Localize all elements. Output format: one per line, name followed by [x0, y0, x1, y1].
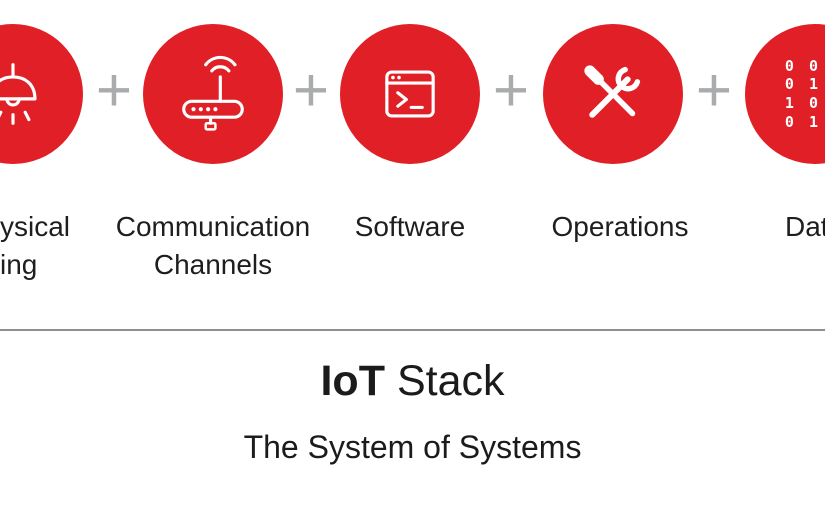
label-line: Dat [785, 211, 825, 242]
plus-sign: + [492, 56, 530, 125]
label-physical-thing: ysical ing [0, 208, 70, 284]
label-line: Software [354, 211, 466, 242]
wifi-router-icon [182, 55, 244, 131]
binary-row: 0 1 0 [784, 112, 825, 131]
terminal-window-icon [385, 70, 435, 118]
label-communication-channels: Communication Channels [116, 208, 311, 284]
label-line: Communication [115, 211, 311, 242]
title-bold-part: IoT [320, 357, 385, 405]
binary-row: 0 0 1 [784, 56, 825, 75]
label-data: Dat [785, 208, 825, 246]
binary-row: 0 1 0 [784, 75, 825, 94]
label-line: Operations [551, 211, 689, 242]
diagram-subtitle: The System of Systems [243, 429, 582, 465]
plus-sign: + [95, 56, 133, 125]
label-line: ing [0, 248, 38, 280]
circle-operations [543, 24, 683, 164]
label-operations: Operations [552, 208, 689, 246]
circle-physical-thing [0, 24, 83, 164]
plus-sign: + [292, 56, 330, 125]
crossed-tools-icon [584, 65, 641, 118]
binary-row: 1 0 1 [784, 94, 825, 112]
binary-data-icon: 0 0 1 0 1 0 1 0 1 0 1 0 [785, 57, 825, 132]
label-line: Channels [153, 248, 273, 280]
circle-software [340, 24, 480, 164]
pendant-lamp-icon [0, 63, 37, 125]
divider-line [0, 329, 825, 331]
circle-data: 0 0 1 0 1 0 1 0 1 0 1 0 [745, 24, 825, 164]
label-software: Software [355, 208, 466, 246]
title-regular-part: Stack [396, 357, 505, 405]
circle-communication-channels [143, 24, 283, 164]
label-line: ysical [0, 211, 71, 242]
plus-sign: + [695, 56, 733, 125]
